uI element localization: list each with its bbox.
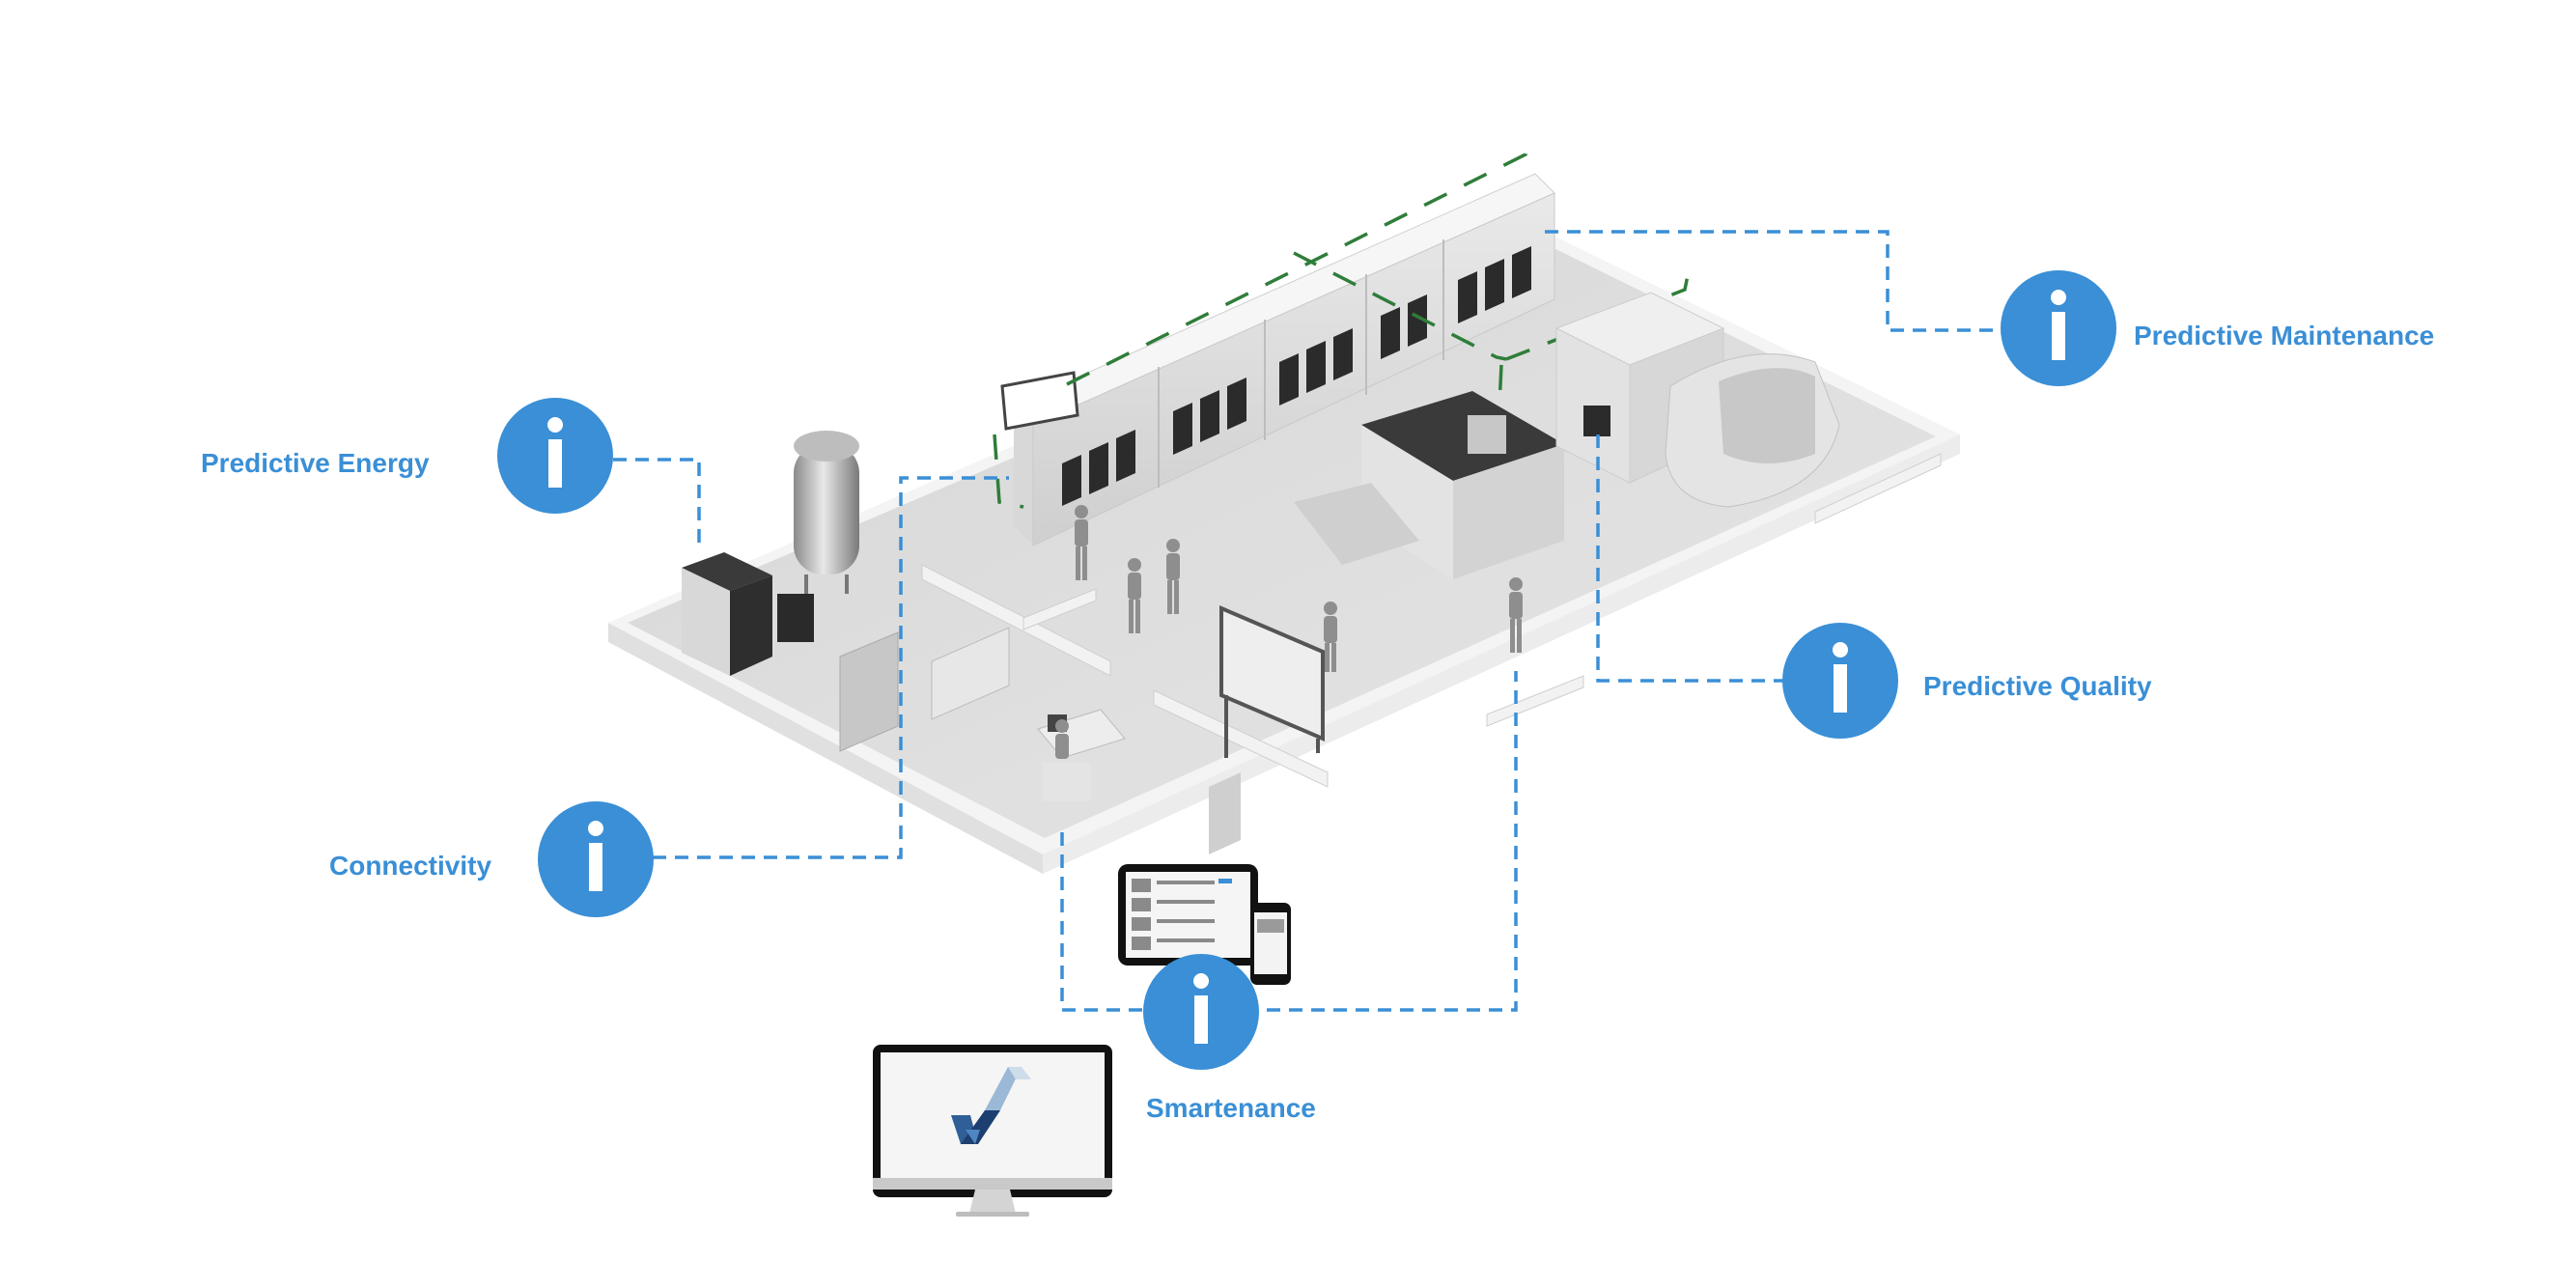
connector-lines — [613, 230, 2003, 1012]
smartenance-button[interactable] — [1143, 954, 1259, 1070]
injection-machine — [1294, 391, 1564, 579]
tablet-device — [1118, 864, 1258, 966]
workstation — [1037, 709, 1126, 815]
people — [1055, 505, 1523, 759]
smartenance-label[interactable]: Smartenance — [1146, 1093, 1316, 1123]
info-icon — [1833, 642, 1848, 713]
predictive-energy-button[interactable] — [497, 398, 613, 514]
compressor-unit — [682, 552, 814, 676]
cabinet-small — [1209, 772, 1241, 854]
machining-center — [1554, 292, 1840, 508]
info-icon — [2051, 290, 2066, 360]
predictive-energy-label[interactable]: Predictive Energy — [201, 448, 430, 478]
info-icon — [547, 417, 563, 488]
connectivity-button[interactable] — [538, 801, 654, 917]
air-tank — [794, 431, 859, 594]
predictive-maintenance-label[interactable]: Predictive Maintenance — [2134, 321, 2435, 350]
predictive-quality-label[interactable]: Predictive Quality — [1923, 671, 2152, 701]
phone-device — [1250, 903, 1291, 985]
predictive-quality-button[interactable] — [1782, 623, 1898, 739]
predictive-maintenance-button[interactable] — [2001, 270, 2116, 386]
machine-cabinet-row — [1000, 173, 1555, 546]
info-icon — [1193, 973, 1209, 1044]
desktop-monitor — [873, 1045, 1112, 1217]
lockers — [839, 627, 1010, 752]
connectivity-label[interactable]: Connectivity — [329, 851, 492, 881]
smartenance-logo-icon — [951, 1067, 1031, 1144]
info-icon — [588, 821, 603, 891]
whiteboard — [1219, 604, 1325, 758]
